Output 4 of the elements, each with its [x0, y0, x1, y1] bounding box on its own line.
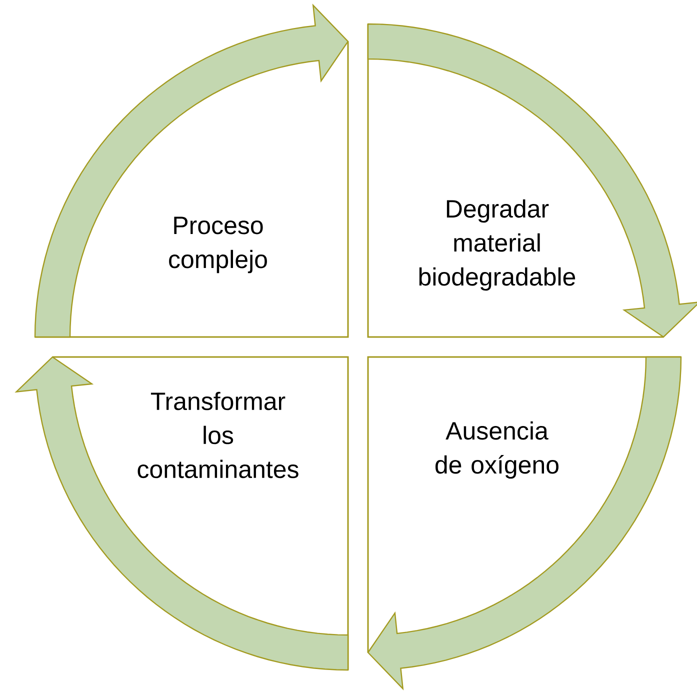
sector-label: Ausencia de oxígeno: [436, 421, 558, 479]
sector-label: Degradar material biodegradable: [419, 199, 576, 291]
sector-label: Transformar los contaminantes: [138, 392, 298, 478]
sector-label: Proceso complejo: [169, 216, 267, 274]
